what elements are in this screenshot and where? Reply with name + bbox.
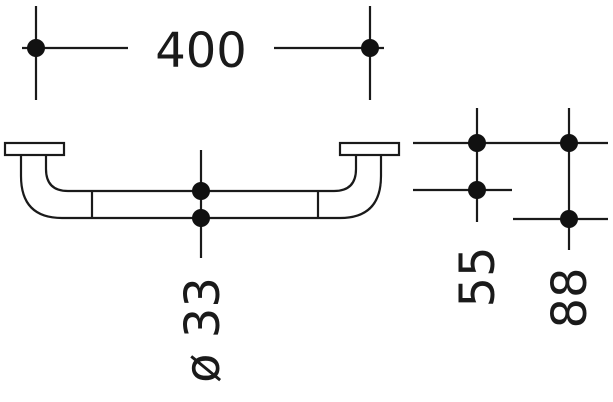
depth-88-arrow-dot-top	[560, 134, 578, 152]
diameter-label: ø 33	[175, 277, 231, 383]
diameter-arrow-dot-bottom	[192, 209, 210, 227]
right-bend-outer	[318, 155, 383, 220]
diameter-arrow-dot-top	[192, 182, 210, 200]
right-bend-inner	[318, 155, 358, 193]
width-dimension: 400	[22, 6, 384, 100]
right-flange	[338, 141, 401, 157]
left-bend-inner	[44, 155, 92, 193]
depth-88-arrow-dot-bottom	[560, 210, 578, 228]
width-arrow-dot-right	[361, 39, 379, 57]
diameter-dimension: ø 33	[175, 150, 231, 383]
depth-88-label: 88	[542, 267, 598, 328]
depth-55-arrow-dot-bottom	[468, 181, 486, 199]
left-flange	[3, 141, 66, 157]
depth-55-label: 55	[450, 246, 506, 307]
depth-dimensions: 55 88	[413, 108, 608, 329]
depth-55-arrow-dot-top	[468, 134, 486, 152]
width-arrow-dot-left	[27, 39, 45, 57]
width-label: 400	[155, 23, 247, 79]
left-bend-outer	[19, 155, 92, 220]
